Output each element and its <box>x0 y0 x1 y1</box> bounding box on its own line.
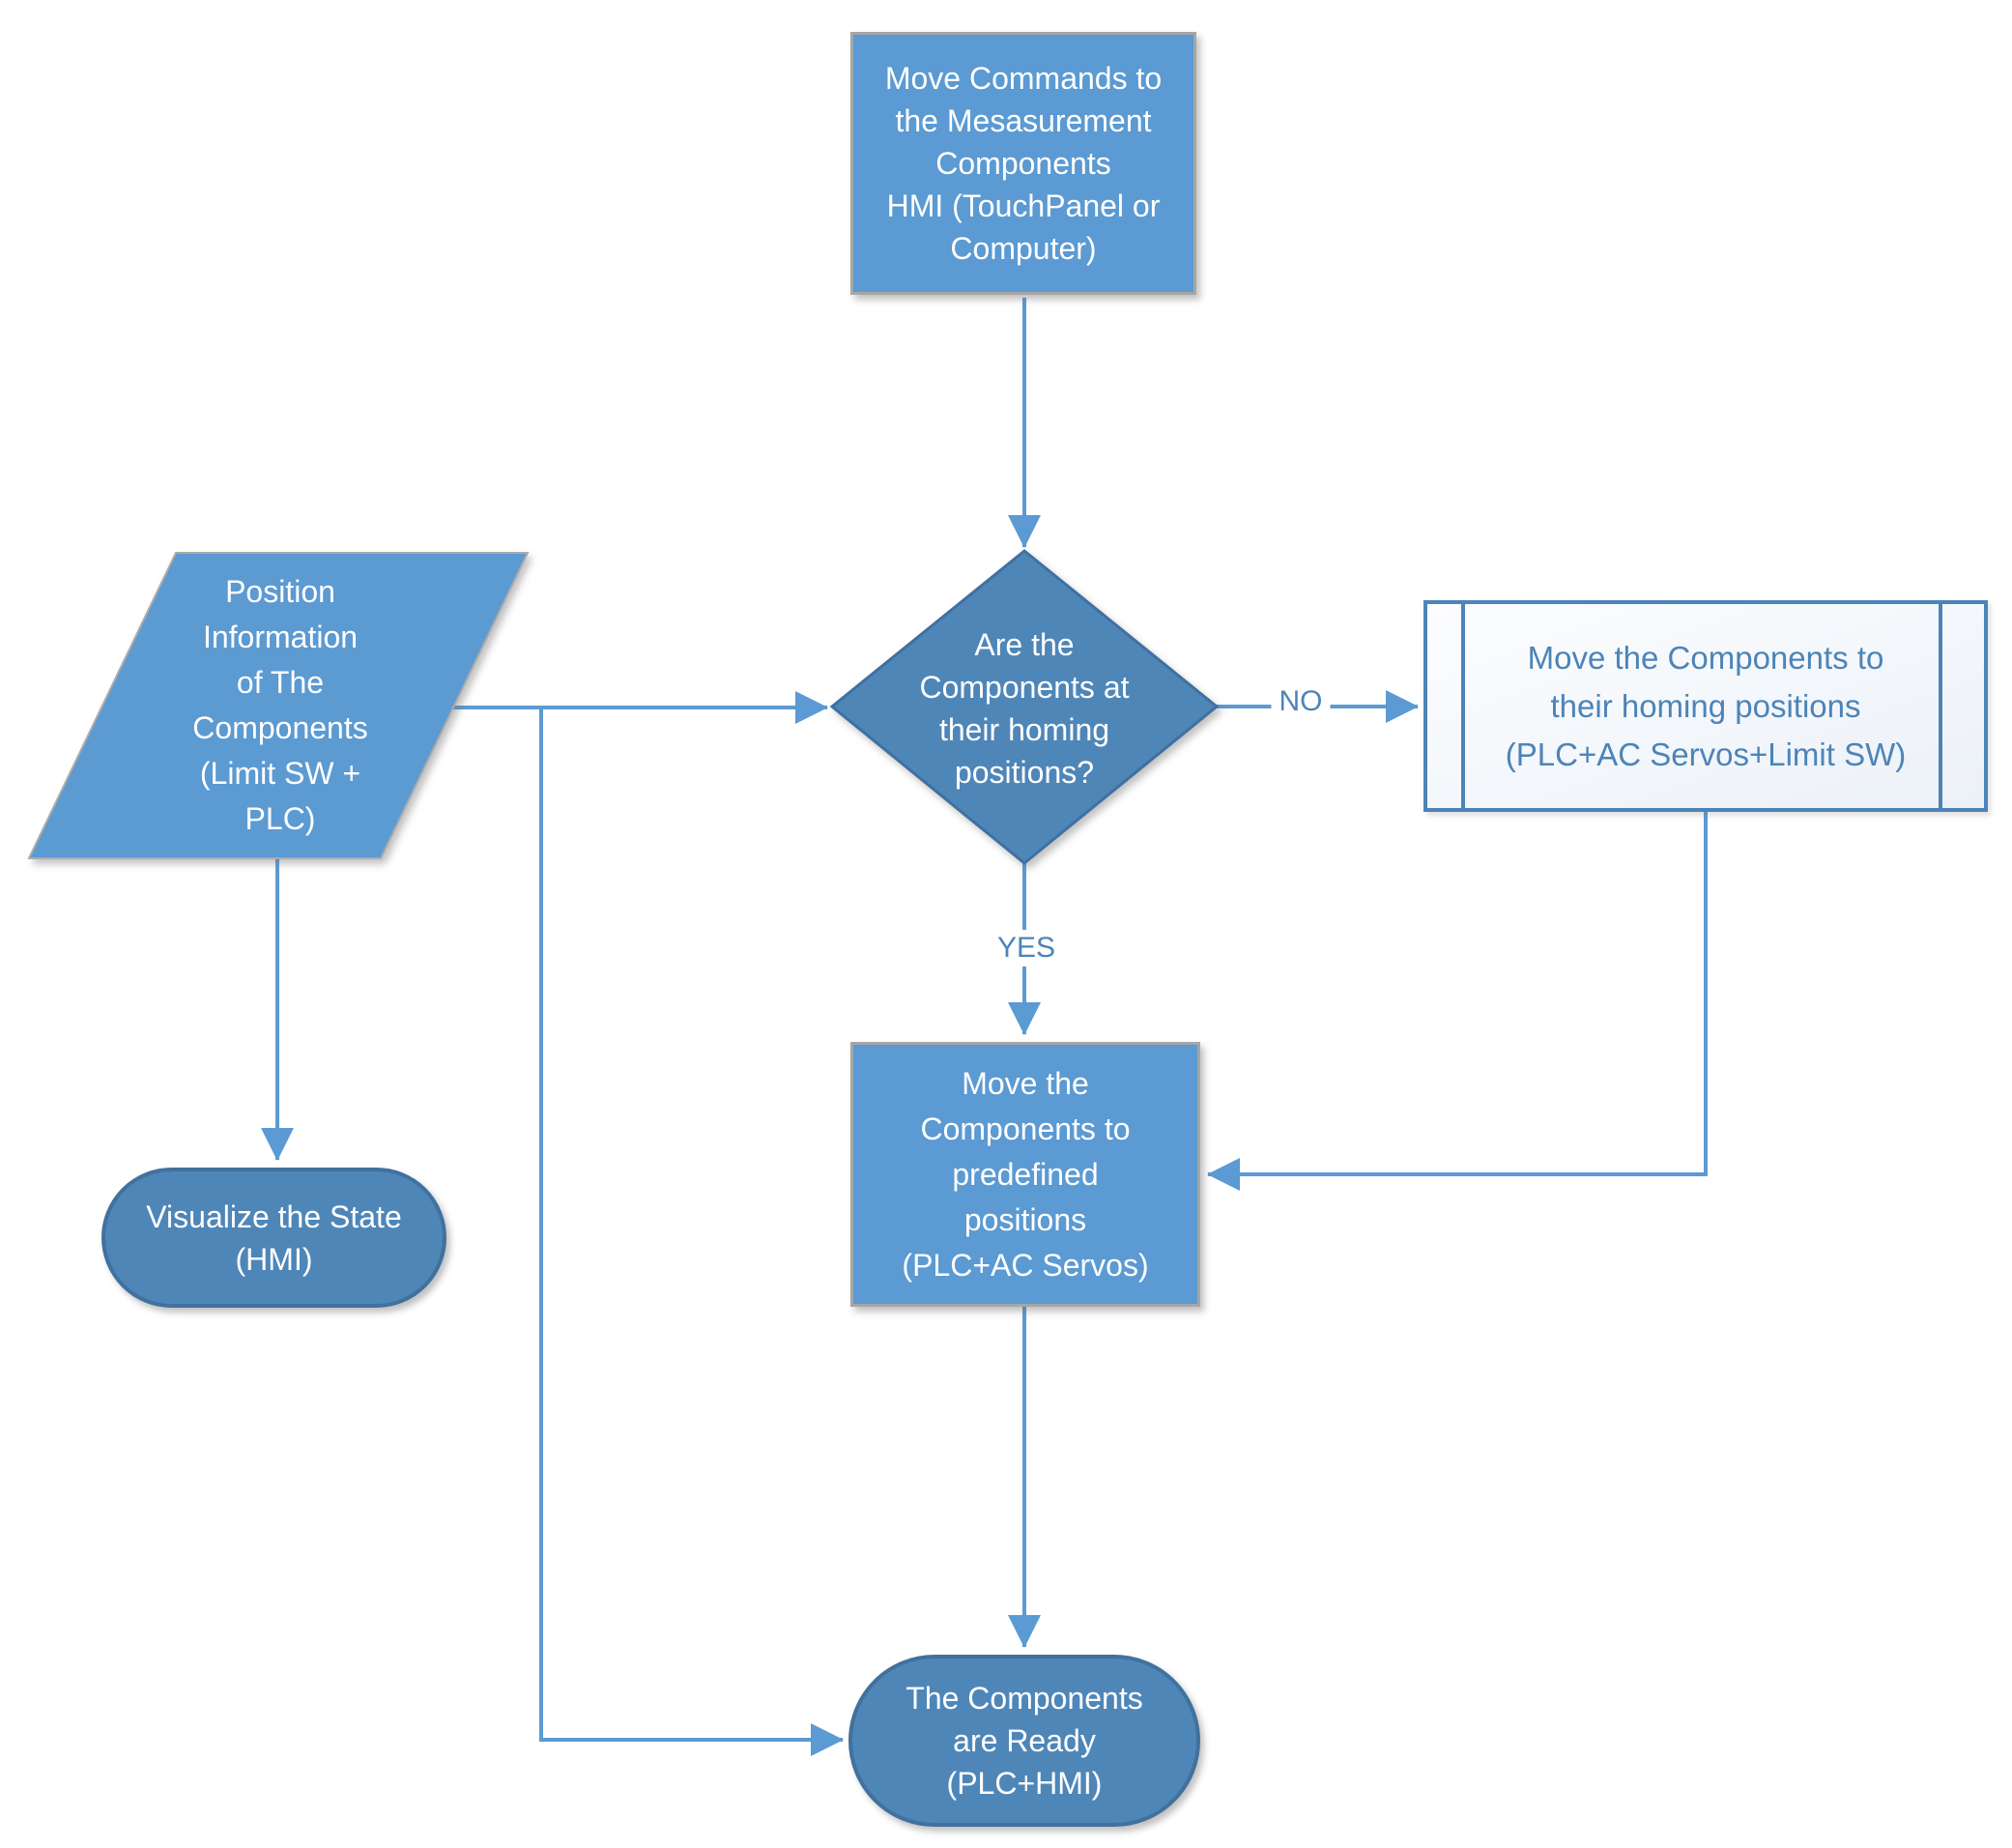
node-visualize-state: Visualize the State (HMI) <box>101 1168 446 1308</box>
edge-label-no: NO <box>1271 683 1331 720</box>
node-move-commands: Move Commands to the Mesasurement Compon… <box>850 32 1196 295</box>
node-components-ready: The Components are Ready (PLC+HMI) <box>848 1655 1200 1827</box>
edge-label-yes: YES <box>989 930 1064 967</box>
predefined-process-left-bar <box>1461 604 1465 808</box>
edge-position-to-ready <box>539 707 844 1756</box>
predefined-process-right-bar <box>1939 604 1942 808</box>
node-homing-question-label: Are the Components at their homing posit… <box>919 627 1130 790</box>
node-move-predefined: Move the Components to predefined positi… <box>850 1042 1200 1307</box>
node-move-homing-label: Move the Components to their homing posi… <box>1505 639 1907 772</box>
node-components-ready-label: The Components are Ready (PLC+HMI) <box>905 1681 1143 1801</box>
decision-shape-homing-question <box>829 549 1220 865</box>
edge-homing-to-predefined <box>1207 812 1708 1191</box>
node-move-commands-label: Move Commands to the Mesasurement Compon… <box>884 61 1163 266</box>
node-position-info-label: Position Information of The Components (… <box>192 574 368 836</box>
node-move-predefined-label: Move the Components to predefined positi… <box>902 1065 1149 1283</box>
node-visualize-state-label: Visualize the State (HMI) <box>146 1198 402 1277</box>
node-move-homing-positions: Move the Components to their homing posi… <box>1423 600 1988 812</box>
data-input-shape-position-info <box>27 552 530 859</box>
